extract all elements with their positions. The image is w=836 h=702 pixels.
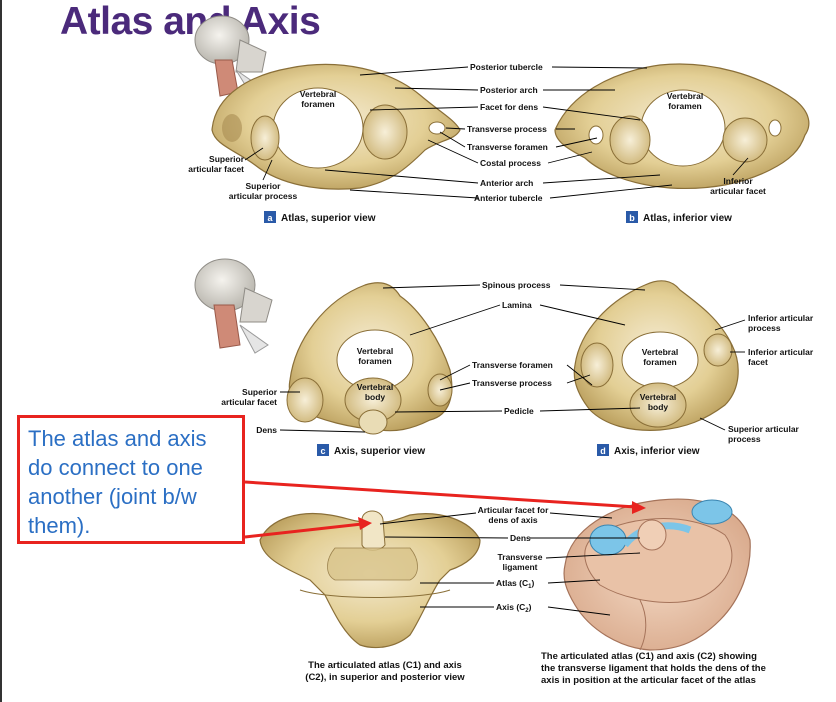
label-atlas-subscript: 1 xyxy=(528,584,532,590)
panel-caption-c: Axis, superior view xyxy=(334,446,425,457)
label-vertebral-foramen-c: Vertebral xyxy=(357,346,393,356)
label-dens-axis: Dens xyxy=(256,425,277,435)
panel-badge-c xyxy=(317,444,329,456)
arrow-head-left xyxy=(358,517,372,530)
articulated-labels: Articular facet for dens of axis Dens Tr… xyxy=(478,505,550,614)
panel-d-caption: d Axis, inferior view xyxy=(597,444,700,457)
label-spinous-process: Spinous process xyxy=(482,280,551,290)
label-transverse-foramen-axis: Transverse foramen xyxy=(472,360,553,370)
label-inferior-articular-process-2: process xyxy=(748,323,781,333)
label-dens-articulated: Dens xyxy=(510,533,531,543)
panel-letter-a: a xyxy=(267,213,273,223)
label-vertebral-foramen-b-2: foramen xyxy=(668,101,702,111)
panel-b-caption: b Atlas, inferior view xyxy=(626,211,732,224)
caption-left-line1: The articulated atlas (C1) and axis xyxy=(308,660,462,671)
articulated-bones-ligament-illustration xyxy=(563,498,751,651)
label-articular-facet-dens-2: dens of axis xyxy=(488,515,537,525)
label-pedicle: Pedicle xyxy=(504,406,534,416)
label-superior-articular-facet-atlas: Superior xyxy=(209,154,245,164)
axis-labels: Spinous process Lamina Transverse forame… xyxy=(221,280,814,444)
label-vertebral-body-c: Vertebral xyxy=(357,382,393,392)
caption-right-line2: the transverse ligament that holds the d… xyxy=(541,663,766,674)
caption-right-line3: axis in position at the articular facet … xyxy=(541,675,756,686)
label-vertebral-body-d: Vertebral xyxy=(640,392,676,402)
label-inferior-articular-facet-axis-2: facet xyxy=(748,357,768,367)
label-costal-process: Costal process xyxy=(480,158,541,168)
panel-badge-b xyxy=(626,211,638,223)
atlas-inferior-illustration xyxy=(554,63,810,189)
label-transverse-ligament-2: ligament xyxy=(503,562,538,572)
label-inferior-articular-facet-atlas-2: articular facet xyxy=(710,186,766,196)
label-vertebral-foramen-d: Vertebral xyxy=(642,347,678,357)
caption-left-line2: (C2), in superior and posterior view xyxy=(305,672,465,683)
panel-letter-b: b xyxy=(629,213,635,223)
articulated-bones-posterior-illustration xyxy=(259,510,481,649)
label-superior-articular-facet-atlas-2: articular facet xyxy=(188,164,244,174)
callout-box: The atlas and axis do connect to one ano… xyxy=(17,415,245,544)
label-atlas-text: Atlas (C xyxy=(496,578,528,588)
slide-border xyxy=(0,0,2,702)
panel-a-caption: a Atlas, superior view xyxy=(264,211,376,224)
label-anterior-tubercle: Anterior tubercle xyxy=(474,193,543,203)
label-vertebral-body-d-2: body xyxy=(648,402,669,412)
panel-letter-c: c xyxy=(320,446,325,456)
label-superior-articular-process-axis: Superior articular xyxy=(728,424,800,434)
label-axis-c2: Axis (C2) xyxy=(496,602,532,614)
label-inferior-articular-facet-axis: Inferior articular xyxy=(748,347,814,357)
axis-superior-illustration xyxy=(286,282,453,435)
label-vertebral-foramen-a: Vertebral xyxy=(300,89,336,99)
slide-title: Atlas and Axis xyxy=(60,0,321,43)
arrow-to-articulated-left xyxy=(244,522,363,539)
panel-letter-d: d xyxy=(600,446,606,456)
panel-caption-a: Atlas, superior view xyxy=(281,213,376,224)
panel-badge-a xyxy=(264,211,276,223)
label-superior-articular-process-atlas-2: articular process xyxy=(229,191,298,201)
label-axis-text: Axis (C xyxy=(496,602,525,612)
caption-right-line1: The articulated atlas (C1) and axis (C2)… xyxy=(541,651,757,662)
bottom-captions: The articulated atlas (C1) and axis (C2)… xyxy=(305,651,766,686)
label-superior-articular-facet-axis: Superior xyxy=(242,387,278,397)
label-posterior-tubercle: Posterior tubercle xyxy=(470,62,543,72)
atlas-labels: Posterior tubercle Posterior arch Facet … xyxy=(188,62,766,203)
panel-c-caption: c Axis, superior view xyxy=(317,444,425,457)
articulated-leader-lines xyxy=(379,512,641,616)
panel-caption-b: Atlas, inferior view xyxy=(643,213,732,224)
panel-badge-d xyxy=(597,444,609,456)
axis-leader-lines xyxy=(279,284,746,433)
atlas-superior-illustration xyxy=(211,63,461,190)
label-posterior-arch: Posterior arch xyxy=(480,85,538,95)
label-vertebral-foramen-b: Vertebral xyxy=(667,91,703,101)
label-superior-articular-process-axis-2: process xyxy=(728,434,761,444)
label-vertebral-foramen-a-2: foramen xyxy=(301,99,335,109)
label-inferior-articular-process: Inferior articular xyxy=(748,313,814,323)
label-vertebral-body-c-2: body xyxy=(365,392,386,402)
label-inferior-articular-facet-atlas: Inferior xyxy=(723,176,753,186)
arrow-head-right xyxy=(632,501,646,514)
label-facet-for-dens: Facet for dens xyxy=(480,102,538,112)
label-transverse-process-axis: Transverse process xyxy=(472,378,552,388)
label-atlas-c1: Atlas (C1) xyxy=(496,578,534,590)
label-superior-articular-process-atlas: Superior xyxy=(246,181,282,191)
label-superior-articular-facet-axis-2: articular facet xyxy=(221,397,277,407)
arrow-to-articulated-right xyxy=(244,480,637,509)
panel-caption-d: Axis, inferior view xyxy=(614,446,700,457)
label-axis-subscript: 2 xyxy=(525,608,529,614)
skull-illustration-top xyxy=(194,15,267,97)
label-transverse-ligament: Transverse xyxy=(498,552,543,562)
callout-arrows xyxy=(244,480,646,539)
callout-text: The atlas and axis do connect to one ano… xyxy=(28,426,207,538)
skull-illustration-middle xyxy=(194,258,273,354)
axis-inferior-illustration xyxy=(573,280,739,431)
label-transverse-process-atlas: Transverse process xyxy=(467,124,547,134)
label-transverse-foramen-atlas: Transverse foramen xyxy=(467,142,548,152)
label-lamina: Lamina xyxy=(502,300,532,310)
label-vertebral-foramen-d-2: foramen xyxy=(643,357,677,367)
label-anterior-arch: Anterior arch xyxy=(480,178,533,188)
atlas-leader-lines xyxy=(244,66,749,199)
label-vertebral-foramen-c-2: foramen xyxy=(358,356,392,366)
label-articular-facet-dens: Articular facet for xyxy=(478,505,550,515)
